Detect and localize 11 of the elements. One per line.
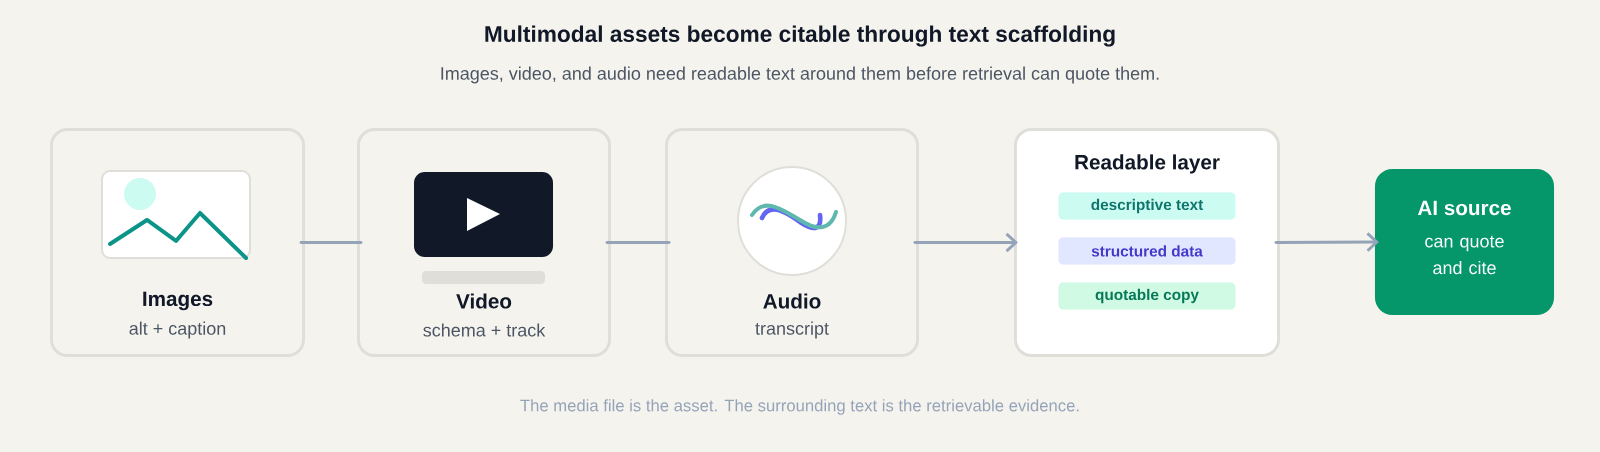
footnote: The media file is the asset. The surrounding text is the retrievable evidence. [520,399,1079,415]
connector [299,241,363,244]
connector [913,232,1018,253]
connector [605,241,671,244]
subtitle: Images, video, and audio need readable text around them before retrieval can quote them. [441,66,1159,84]
tag-pill: quotable copy [1058,282,1236,310]
tag-pill: descriptive text [1058,192,1236,220]
tag-pill: structured data [1058,237,1236,265]
title: Multimodal assets become citable through text scaffolding [485,25,1115,47]
source-box: AI source can quote and cite [1374,169,1555,315]
connector [1274,232,1379,252]
